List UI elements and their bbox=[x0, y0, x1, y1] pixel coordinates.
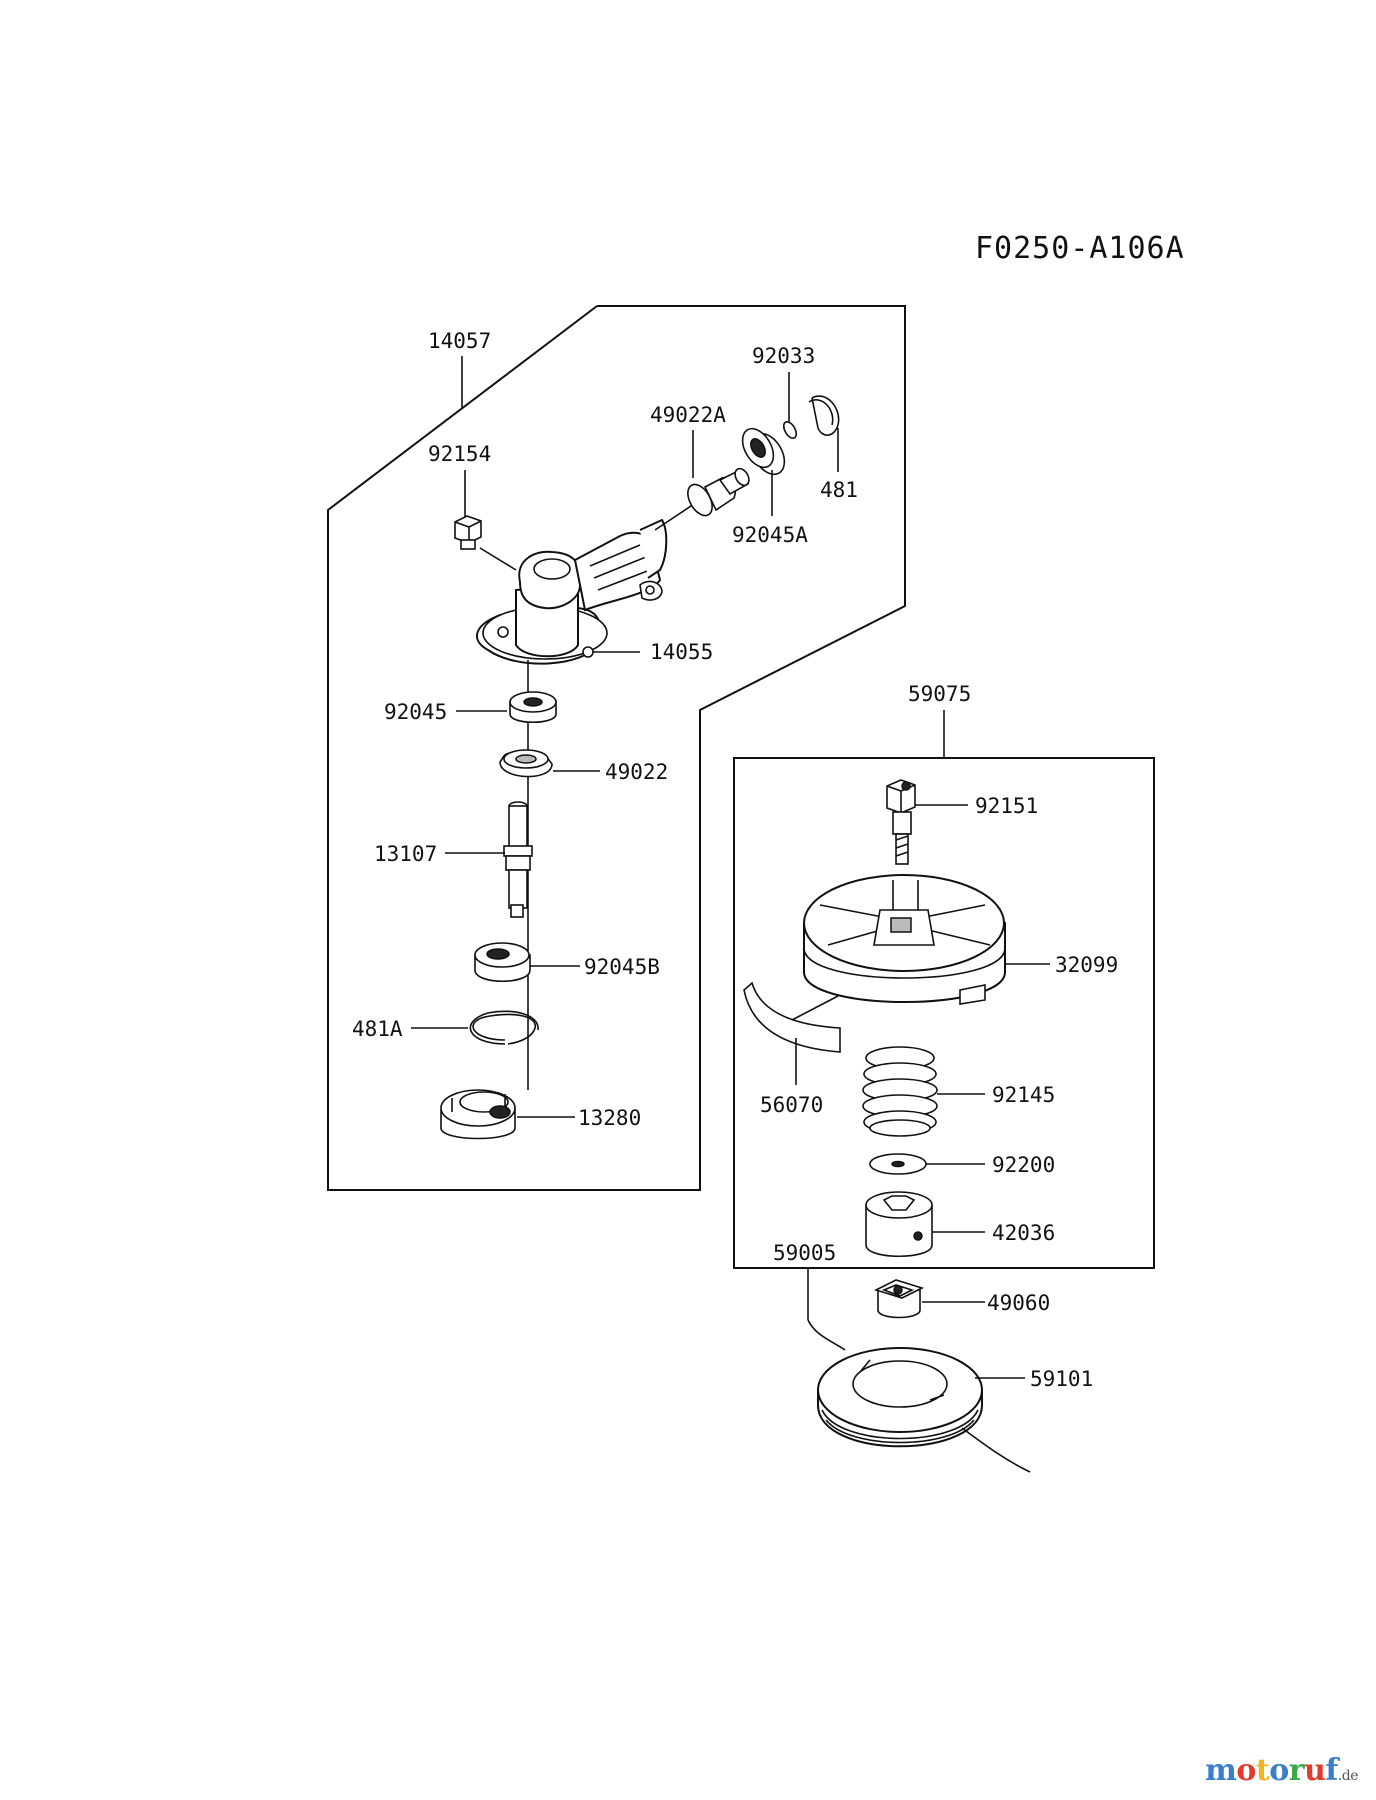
leader-56070-tip bbox=[791, 995, 839, 1021]
bearing-92045 bbox=[509, 691, 557, 723]
gear-case-14055 bbox=[476, 518, 668, 665]
label-59005: 59005 bbox=[773, 1241, 836, 1265]
label-14055: 14055 bbox=[650, 640, 713, 664]
spring-92145 bbox=[862, 1046, 938, 1137]
trimmer-line-59005 bbox=[807, 1319, 846, 1351]
leader-92154-b bbox=[479, 547, 517, 571]
label-92045A: 92045A bbox=[732, 523, 808, 547]
circlip-481 bbox=[808, 395, 840, 436]
shaft-13107 bbox=[503, 801, 533, 918]
bushing-49022A bbox=[687, 467, 750, 517]
label-14057: 14057 bbox=[428, 329, 491, 353]
label-42036: 42036 bbox=[992, 1221, 1055, 1245]
label-59101: 59101 bbox=[1030, 1367, 1093, 1391]
label-49060: 49060 bbox=[987, 1291, 1050, 1315]
plug-screw-92154 bbox=[454, 515, 482, 550]
bushing-49022 bbox=[499, 749, 553, 778]
label-92045: 92045 bbox=[384, 700, 447, 724]
watermark-domain: .de bbox=[1337, 1768, 1359, 1784]
label-59075: 59075 bbox=[908, 682, 971, 706]
label-92154: 92154 bbox=[428, 442, 491, 466]
label-32099: 32099 bbox=[1055, 953, 1118, 977]
label-92145: 92145 bbox=[992, 1083, 1055, 1107]
watermark-logo: motoruf.de bbox=[1205, 1753, 1358, 1788]
label-481A: 481A bbox=[352, 1017, 403, 1041]
spool-59101 bbox=[817, 1347, 1031, 1473]
circlip-481A bbox=[469, 1010, 539, 1045]
housing-32099 bbox=[803, 874, 1006, 1005]
label-92033: 92033 bbox=[752, 344, 815, 368]
label-49022A: 49022A bbox=[650, 403, 726, 427]
label-49022: 49022 bbox=[605, 760, 668, 784]
holder-13280 bbox=[440, 1089, 516, 1140]
sleeve-42036 bbox=[865, 1191, 933, 1258]
label-481: 481 bbox=[820, 478, 858, 502]
label-92045B: 92045B bbox=[584, 955, 660, 979]
watermark-letters: motoruf bbox=[1205, 1753, 1338, 1788]
diagram-code: F0250-A106A bbox=[975, 231, 1185, 266]
right-group-frame bbox=[733, 757, 1155, 1269]
label-92151: 92151 bbox=[975, 794, 1038, 818]
label-13107: 13107 bbox=[374, 842, 437, 866]
label-strip-56070 bbox=[743, 981, 841, 1053]
bearing-92045A bbox=[741, 427, 786, 476]
nut-49060 bbox=[873, 1279, 925, 1319]
washer-92200 bbox=[869, 1153, 927, 1175]
washer-92033 bbox=[782, 421, 798, 439]
left-group-frame bbox=[327, 305, 906, 1191]
label-56070: 56070 bbox=[760, 1093, 823, 1117]
label-13280: 13280 bbox=[578, 1106, 641, 1130]
bolt-92151 bbox=[886, 779, 916, 865]
bearing-92045B bbox=[474, 942, 531, 983]
label-92200: 92200 bbox=[992, 1153, 1055, 1177]
